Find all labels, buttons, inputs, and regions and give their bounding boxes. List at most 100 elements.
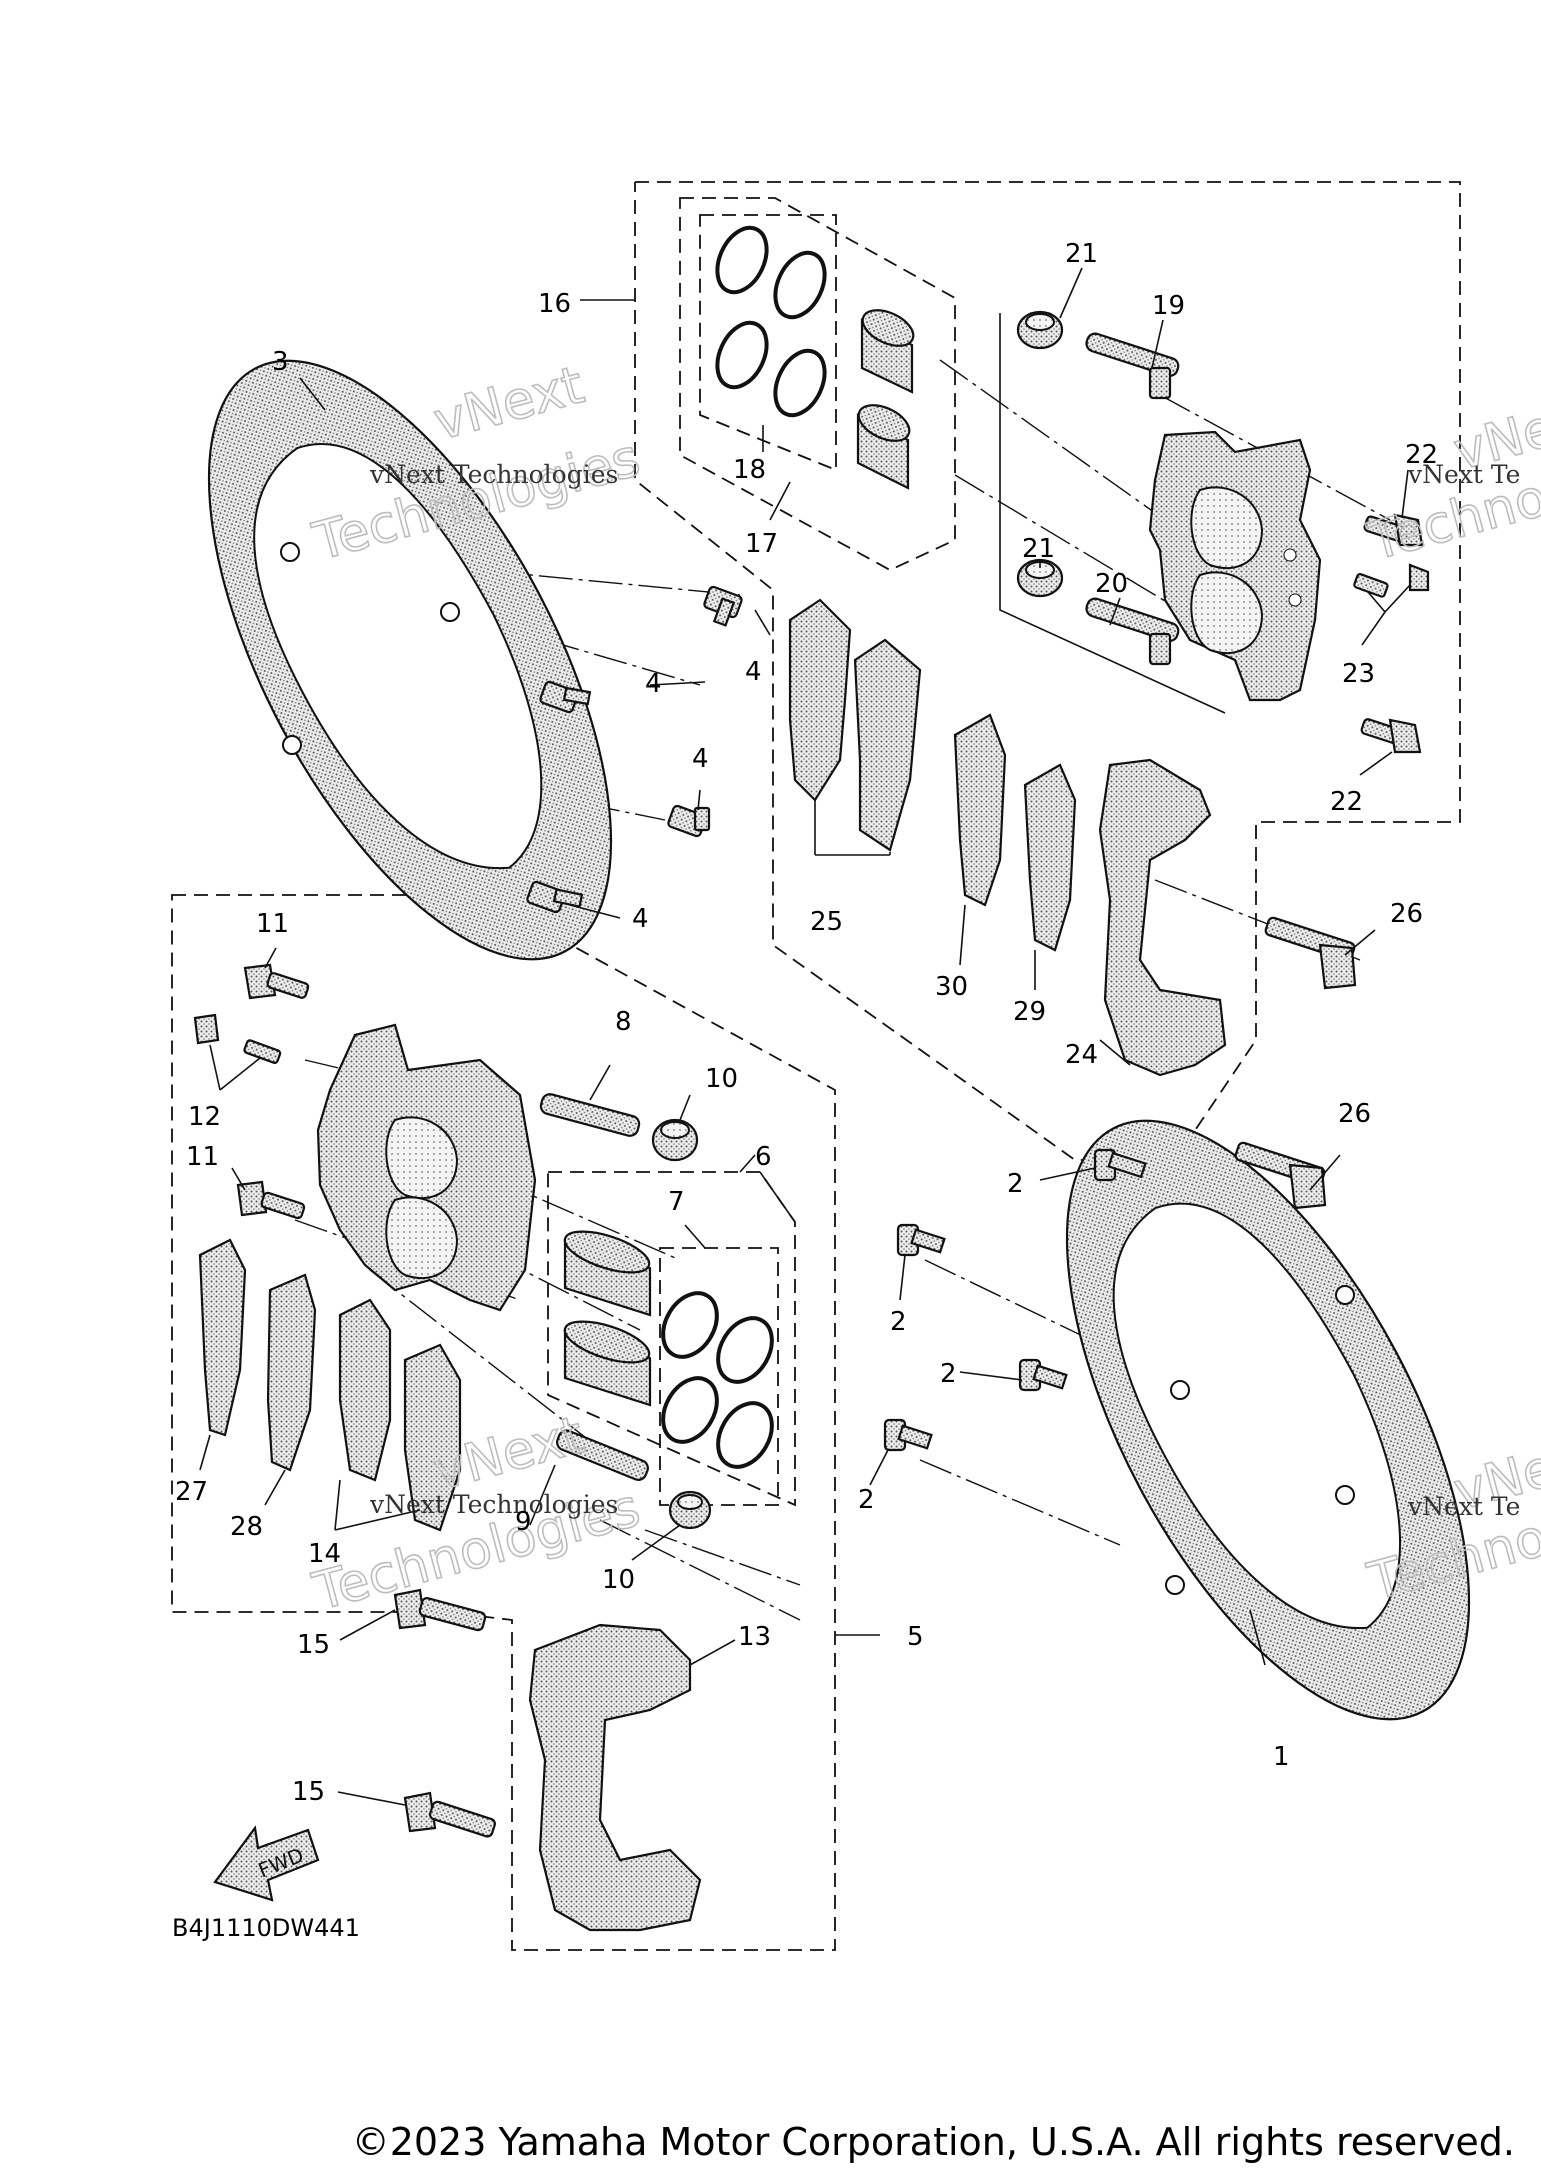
callout-22: 22 <box>1405 440 1438 470</box>
group-frame-5 <box>171 894 836 1951</box>
callout-11: 11 <box>186 1142 219 1172</box>
callout-15: 15 <box>292 1777 325 1807</box>
callout-13: 13 <box>738 1622 771 1652</box>
slide-pin-boot <box>651 1118 699 1162</box>
callout-28: 28 <box>230 1512 263 1542</box>
svg-text:vNext Technologies: vNext Technologies <box>369 1490 618 1519</box>
callout-22: 22 <box>1330 787 1363 817</box>
callout-7: 7 <box>668 1187 685 1217</box>
callout-6: 6 <box>755 1142 772 1172</box>
rotor-bolt <box>539 680 592 714</box>
bracket-bolt-15 <box>393 1588 487 1632</box>
callout-4: 4 <box>632 904 649 934</box>
callout-26: 26 <box>1338 1099 1371 1129</box>
rotor-bolt <box>703 585 743 627</box>
callout-24: 24 <box>1065 1040 1098 1070</box>
brake-rotor-lower <box>1065 1119 1471 1721</box>
slide-pin-boot <box>1016 310 1064 350</box>
callout-16: 16 <box>538 289 571 319</box>
rotor-bolt <box>667 804 711 838</box>
callout-2: 2 <box>940 1359 957 1389</box>
bracket-bolt-15 <box>403 1791 496 1838</box>
group-frame-6 <box>547 1171 796 1507</box>
callout-27: 27 <box>175 1477 208 1507</box>
svg-text:vNext: vNext <box>428 355 590 452</box>
callout-9: 9 <box>515 1507 532 1537</box>
slide-pin-19 <box>1085 332 1180 400</box>
bracket-bolt-26 <box>1264 916 1357 990</box>
callout-12: 12 <box>188 1102 221 1132</box>
callout-2: 2 <box>858 1485 875 1515</box>
callout-4: 4 <box>745 657 762 687</box>
callout-19: 19 <box>1152 291 1185 321</box>
callout-29: 29 <box>1013 997 1046 1027</box>
leader-lines <box>199 267 1411 1806</box>
copyright-notice: ©2023 Yamaha Motor Corporation, U.S.A. A… <box>351 2120 1515 2164</box>
brake-pad-14 <box>338 1298 462 1532</box>
callout-1: 1 <box>1273 1742 1290 1772</box>
forward-direction-arrow: FWD <box>213 1825 320 1902</box>
caliper-body-lower <box>316 1023 537 1312</box>
caliper-piston-lower <box>563 1230 652 1407</box>
callout-21: 21 <box>1065 239 1098 269</box>
piston-seal-set-lower <box>661 1291 774 1469</box>
caliper-bolt-11 <box>243 963 310 1000</box>
callout-17: 17 <box>745 529 778 559</box>
brake-pad-29 <box>1023 763 1077 952</box>
slide-pin-9 <box>555 1429 649 1481</box>
callout-labels: 3 16 18 17 21 19 22 21 20 23 22 4 4 4 4 … <box>175 239 1438 1807</box>
axis-line <box>954 474 1181 611</box>
rotor-bolt <box>1093 1148 1147 1182</box>
caliper-bolt-11 <box>236 1180 306 1220</box>
rotor-bolt <box>896 1223 946 1257</box>
rotor-bolt <box>526 880 584 914</box>
slide-pin-boot <box>668 1490 712 1530</box>
group-frame-7 <box>659 1247 779 1506</box>
callout-10: 10 <box>705 1064 738 1094</box>
callout-10: 10 <box>602 1565 635 1595</box>
brake-rotor-upper <box>207 359 613 961</box>
group-frame-18 <box>699 214 837 472</box>
callout-4: 4 <box>692 744 709 774</box>
callout-23: 23 <box>1342 659 1375 689</box>
callout-21: 21 <box>1022 534 1055 564</box>
callout-14: 14 <box>308 1539 341 1569</box>
axis-line <box>599 1519 801 1621</box>
slide-pin-boot <box>1016 558 1064 598</box>
caliper-body-upper <box>1148 430 1322 702</box>
slide-pin-20 <box>1085 597 1180 666</box>
callout-25: 25 <box>810 907 843 937</box>
svg-text:vNext Te: vNext Te <box>1407 460 1520 489</box>
callout-18: 18 <box>733 455 766 485</box>
brake-pad-28 <box>266 1273 317 1472</box>
callout-4: 4 <box>645 669 662 699</box>
brake-pad-30 <box>953 713 1007 907</box>
diagram-code: B4J1110DW441 <box>172 1914 360 1942</box>
callout-2: 2 <box>1007 1169 1024 1199</box>
callout-5: 5 <box>907 1622 924 1652</box>
group-frame-17 <box>679 197 956 572</box>
brake-pad-25 <box>788 598 922 852</box>
rotor-bolt <box>883 1418 933 1452</box>
axis-line <box>644 1529 801 1586</box>
slide-pin-8 <box>539 1093 641 1137</box>
piston-seal-set-upper <box>715 225 827 418</box>
callout-26: 26 <box>1390 899 1423 929</box>
axis-line <box>919 1459 1121 1546</box>
callout-11: 11 <box>256 909 289 939</box>
svg-text:vNext Te: vNext Te <box>1407 1492 1520 1521</box>
callout-8: 8 <box>615 1007 632 1037</box>
brake-pad-27 <box>198 1238 247 1437</box>
axis-line <box>369 1269 641 1481</box>
caliper-bolt-22 <box>1363 513 1424 547</box>
caliper-bracket-13 <box>528 1623 702 1932</box>
caliper-bracket-24 <box>1098 758 1227 1077</box>
bleeder-screw-12 <box>193 1013 282 1064</box>
svg-text:vNext Technologies: vNext Technologies <box>369 460 618 489</box>
bracket-bolt-26 <box>1234 1141 1327 1210</box>
callout-20: 20 <box>1095 569 1128 599</box>
callout-30: 30 <box>935 972 968 1002</box>
rotor-bolt <box>1018 1358 1068 1392</box>
caliper-bolt-22 <box>1360 718 1422 754</box>
